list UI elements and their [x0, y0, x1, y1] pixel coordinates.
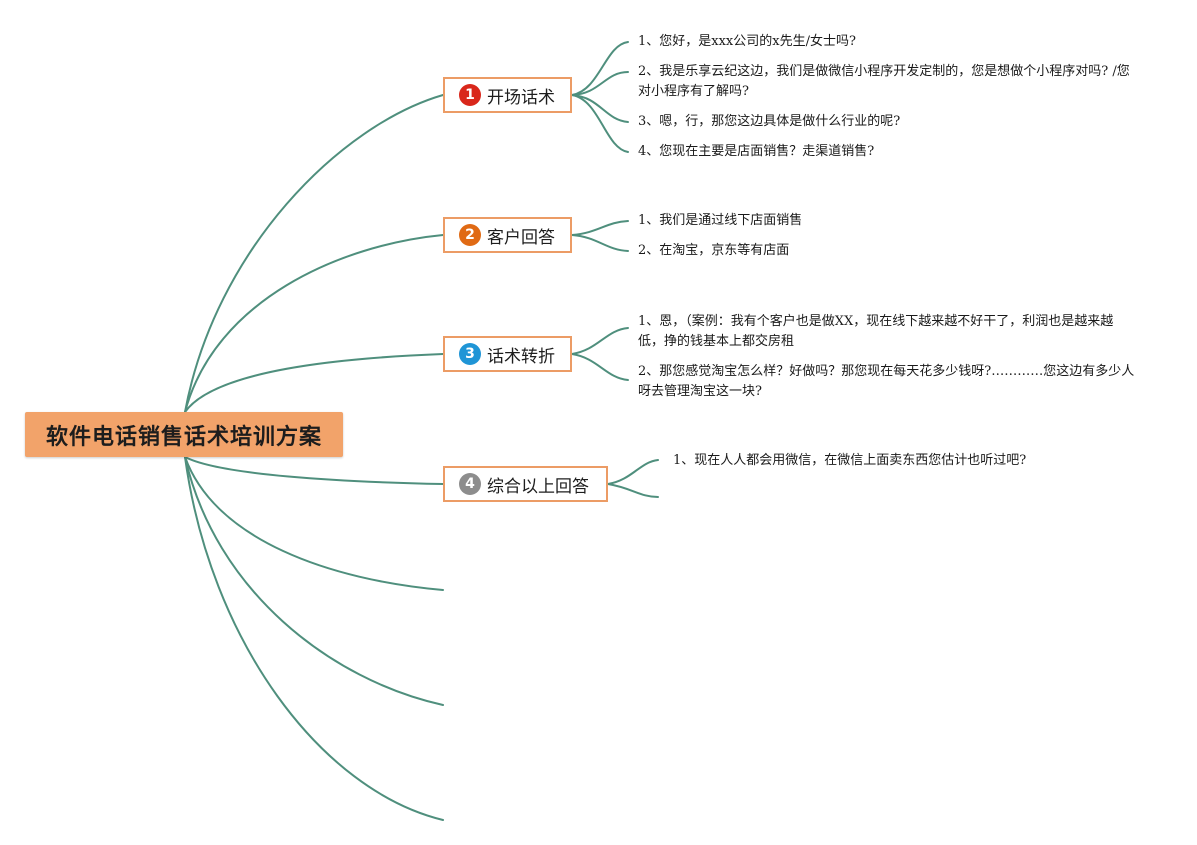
branch-topic-2[interactable]: 2 客户回答: [443, 217, 572, 253]
leaf-topic[interactable]: 1、我们是通过线下店面销售: [638, 213, 803, 228]
connector-root-branch-1: [184, 94, 444, 413]
connector-b1-leaf-2: [571, 71, 629, 96]
number-badge-icon: 2: [459, 224, 481, 246]
connector-root-branch-4: [184, 456, 444, 485]
connector-b3-leaf-2: [571, 353, 629, 381]
leaf-topic[interactable]: 1、恩，（案例：我有个客户也是做XX，现在线下越来越不好干了，利润也是越来越低，…: [638, 314, 1114, 349]
connector-b2-leaf-1: [571, 220, 629, 236]
root-topic-label: 软件电话销售话术培训方案: [45, 424, 322, 450]
leaf-topic[interactable]: 1、您好，是xxx公司的x先生/女士吗?: [638, 34, 856, 49]
connector-b2-leaf-2: [571, 234, 629, 252]
connector-root-branch-2: [184, 234, 444, 413]
branch-topic-label: 话术转折: [487, 346, 555, 367]
leaf-topic[interactable]: 1、现在人人都会用微信，在微信上面卖东西您估计也听过吧?: [673, 453, 1027, 468]
connector-root-empty-1: [184, 456, 444, 591]
connector-b3-leaf-1: [571, 327, 629, 355]
leaf-topic[interactable]: 3、嗯，行，那您这边具体是做什么行业的呢?: [638, 114, 901, 129]
connector-b1-leaf-3: [571, 94, 629, 123]
branch-topic-label: 开场话术: [487, 87, 555, 108]
connector-b4-leaf-1: [607, 459, 659, 485]
connector-root-empty-3: [184, 456, 444, 821]
connector-b4-leaf-2: [607, 483, 659, 498]
leaf-topic[interactable]: 4、您现在主要是店面销售？走渠道销售?: [638, 144, 875, 159]
connector-root-branch-3: [184, 353, 444, 413]
branch-topic-3[interactable]: 3 话术转折: [443, 336, 572, 372]
number-badge-icon: 3: [459, 343, 481, 365]
root-topic[interactable]: 软件电话销售话术培训方案: [25, 412, 343, 457]
leaf-topic[interactable]: 2、那您感觉淘宝怎么样？好做吗？那您现在每天花多少钱呀?…………您这边有多少人呀…: [638, 364, 1135, 399]
leaf-topic[interactable]: 2、在淘宝，京东等有店面: [638, 243, 790, 258]
number-badge-icon: 4: [459, 473, 481, 495]
branch-topic-4[interactable]: 4 综合以上回答: [443, 466, 608, 502]
connector-root-empty-2: [184, 456, 444, 706]
connector-b1-leaf-1: [571, 41, 629, 96]
connector-b1-leaf-4: [571, 94, 629, 153]
branch-topic-label: 综合以上回答: [487, 476, 589, 497]
number-badge-icon: 1: [459, 84, 481, 106]
leaf-topic[interactable]: 2、我是乐享云纪这边，我们是做微信小程序开发定制的，您是想做个小程序对吗? /您…: [638, 64, 1130, 99]
branch-topic-1[interactable]: 1 开场话术: [443, 77, 572, 113]
branch-topic-label: 客户回答: [487, 227, 555, 248]
